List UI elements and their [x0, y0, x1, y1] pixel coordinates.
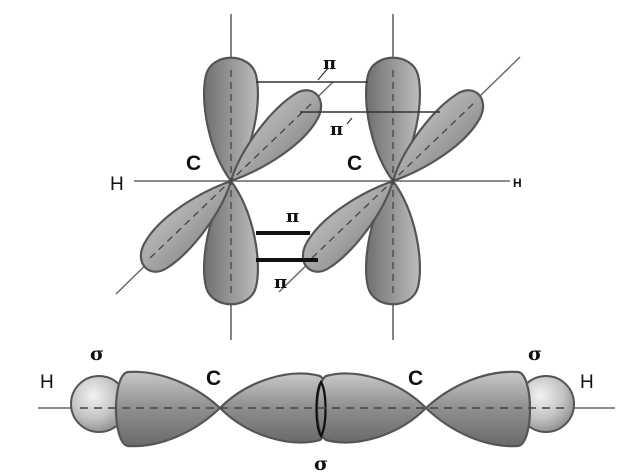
left-carbon-sp2-lobe-toward-h: [114, 370, 222, 448]
top-right-hydrogen-label: H: [513, 176, 522, 190]
pi-overlap-lines: [256, 67, 440, 262]
lobe-dashed-axes: [149, 70, 475, 295]
bottom-right-hydrogen-label: H: [580, 372, 594, 393]
sigma-right-label: σ: [528, 343, 542, 365]
left-py-front-lobe: [229, 89, 323, 183]
pi-upper-leader: [317, 67, 329, 81]
pi-upper-label: π: [323, 53, 336, 74]
right-py-front-lobe: [391, 89, 485, 183]
pi-upper-inner-label: π: [330, 119, 343, 140]
pi-lower-bottom-label: π: [274, 272, 287, 293]
pi-lower-top-label: π: [286, 206, 299, 227]
bottom-right-carbon-label: C: [408, 367, 423, 390]
top-right-carbon-label: C: [347, 152, 362, 175]
sigma-overlap-region: [315, 379, 327, 439]
top-left-carbon-label: C: [186, 152, 201, 175]
top-left-hydrogen-label: H: [110, 174, 124, 195]
right-py-back-lobe: [301, 179, 395, 273]
sigma-bond-diagram: H H C C σ σ σ: [38, 343, 615, 474]
bottom-left-hydrogen-label: H: [40, 372, 54, 393]
left-py-back-lobe: [139, 179, 233, 273]
pi-inner-leader: [346, 117, 353, 125]
pi-bond-diagram: C C H H π π π π: [110, 14, 522, 340]
sigma-left-label: σ: [90, 343, 104, 365]
right-carbon-sp2-lobe-toward-h: [424, 370, 532, 448]
sigma-center-label: σ: [314, 453, 328, 474]
bottom-left-carbon-label: C: [206, 367, 221, 390]
